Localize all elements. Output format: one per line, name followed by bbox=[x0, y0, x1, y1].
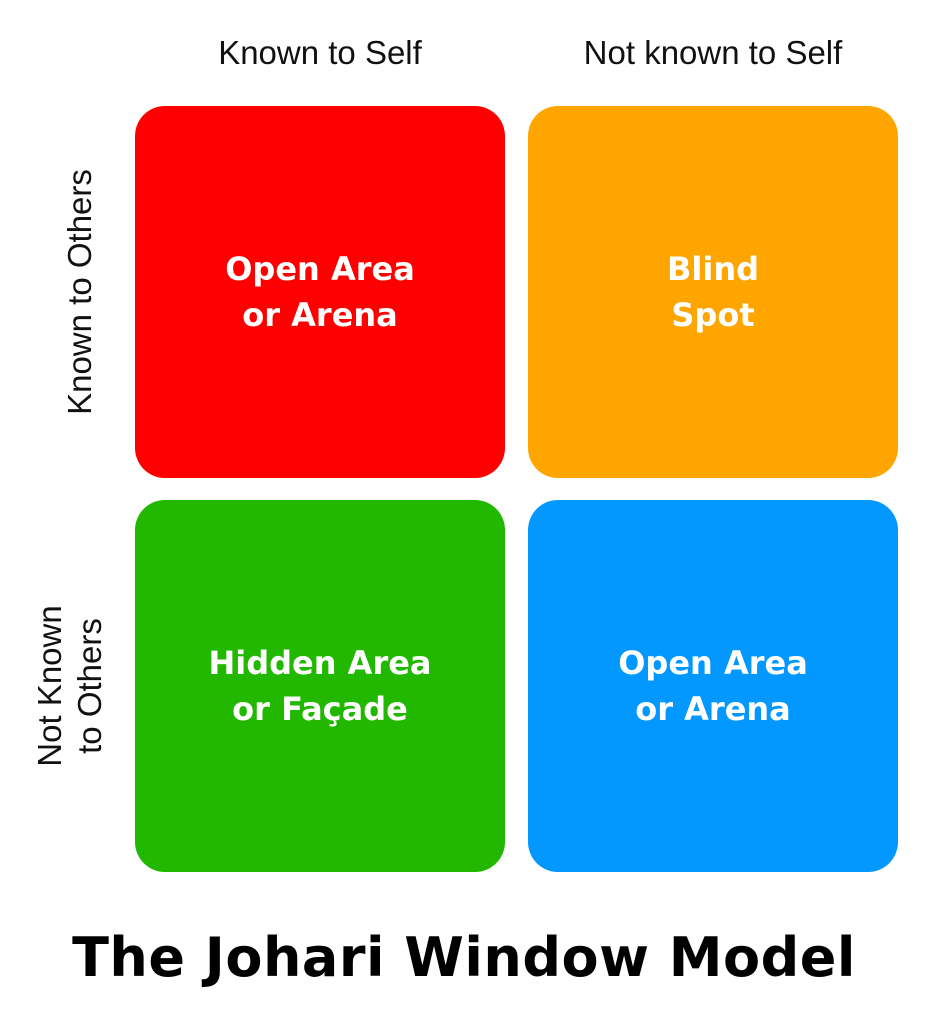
quadrant-title-line1: Open Area bbox=[618, 644, 808, 682]
row-label-known-to-others: Known to Others bbox=[60, 107, 100, 477]
column-label-not-known-to-self: Not known to Self bbox=[583, 34, 843, 71]
row-label-line: to Others bbox=[71, 618, 108, 754]
quadrant-title-line1: Open Area bbox=[225, 250, 415, 288]
row-label-line: Known to Others bbox=[61, 169, 98, 415]
quadrant-title-line2: or Arena bbox=[242, 296, 398, 334]
quadrant-open-area-blue: Open Area or Arena bbox=[528, 500, 898, 872]
quadrant-title-line2: Spot bbox=[671, 296, 755, 334]
diagram-title: The Johari Window Model bbox=[72, 926, 856, 989]
quadrant-open-area: Open Area or Arena bbox=[135, 106, 505, 478]
column-label-known-to-self: Known to Self bbox=[218, 34, 422, 71]
quadrant-title-line2: or Façade bbox=[232, 690, 408, 728]
row-label-line: Not Known bbox=[31, 605, 68, 767]
quadrant-title-line2: or Arena bbox=[635, 690, 791, 728]
quadrant-hidden-area: Hidden Area or Façade bbox=[135, 500, 505, 872]
quadrant-title-line1: Hidden Area bbox=[208, 644, 432, 682]
quadrant-blind-spot: Blind Spot bbox=[528, 106, 898, 478]
quadrant-title-line1: Blind bbox=[666, 250, 759, 288]
row-label-not-known-to-others: Not Known to Others bbox=[30, 501, 110, 871]
